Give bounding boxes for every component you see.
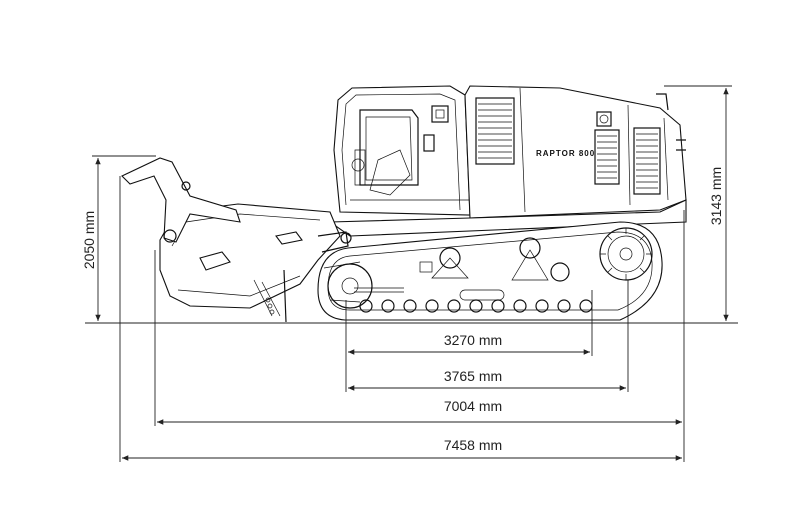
dimension-overall-length: 7458 mm — [122, 437, 682, 461]
dim-label-front-height: 2050 mm — [81, 211, 97, 269]
engine-grille-left — [475, 97, 515, 165]
mulcher-head — [121, 157, 352, 323]
dim-label-length-head-down: 7004 mm — [444, 398, 502, 414]
drive-sprocket — [599, 227, 653, 281]
dimension-total-height: 3143 mm — [664, 85, 732, 321]
dim-label-track-length: 3765 mm — [444, 368, 502, 384]
dim-label-total-height: 3143 mm — [708, 167, 724, 225]
dim-label-overall-length: 7458 mm — [444, 437, 502, 453]
top-roller-2 — [519, 237, 541, 259]
machine-body: RAPTOR 800 — [121, 85, 687, 323]
dimension-length-head-down: 7004 mm — [157, 398, 682, 425]
track-undercarriage — [317, 221, 663, 321]
top-roller-1 — [439, 247, 461, 269]
dimension-lines: 2050 mm 3143 mm 3270 mm 3765 mm 7004 mm — [81, 85, 732, 462]
dimension-front-height: 2050 mm — [81, 155, 156, 321]
dimension-track-length: 3765 mm — [348, 368, 626, 391]
top-roller-3 — [550, 262, 570, 282]
front-idler — [327, 263, 373, 309]
machine-label: RAPTOR 800 — [536, 149, 595, 158]
cab — [333, 85, 471, 216]
engine-hood: RAPTOR 800 — [464, 85, 687, 219]
dim-label-track-contact: 3270 mm — [444, 332, 502, 348]
engine-grille-rear — [633, 127, 661, 195]
dimension-track-contact: 3270 mm — [348, 332, 590, 355]
engine-grille-right — [594, 129, 620, 185]
track-rollers — [359, 299, 593, 313]
